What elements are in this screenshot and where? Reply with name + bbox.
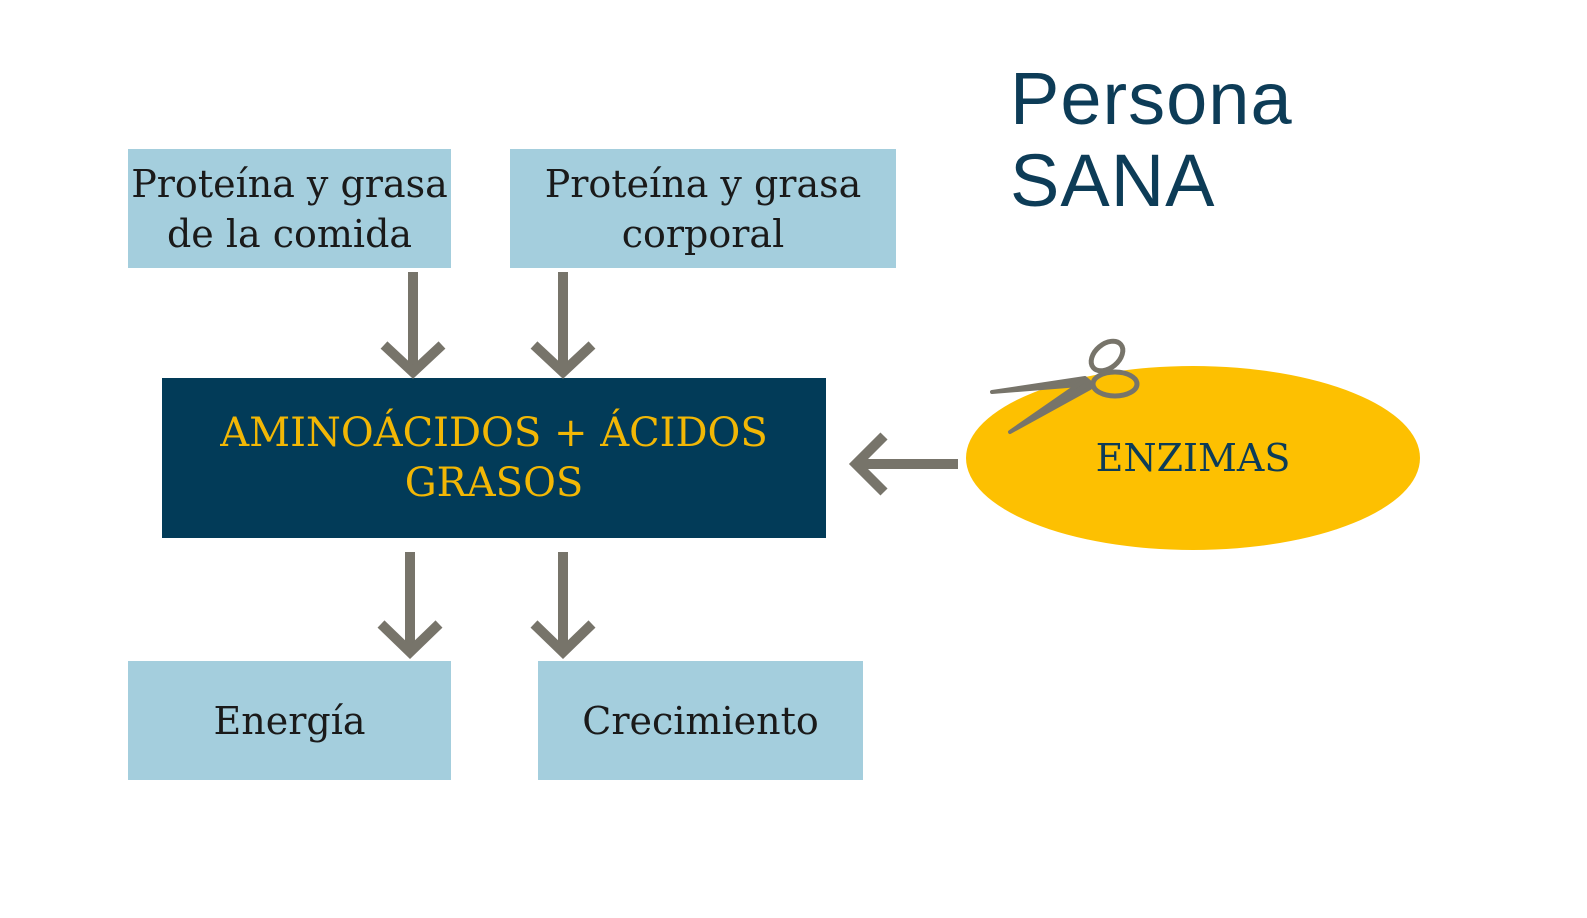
enzymes-label: ENZIMAS: [1095, 436, 1291, 480]
growth-label: Crecimiento: [582, 698, 819, 743]
scissors-icon: [990, 338, 1140, 434]
page-title: Persona SANA: [1010, 57, 1293, 222]
arrow-center-to-growth: [530, 552, 596, 659]
energy-label: Energía: [213, 698, 366, 743]
body-protein-fat-box: Proteína y grasa corporal: [510, 149, 896, 268]
amino-fatty-acids-label: AMINOÁCIDOS + ÁCIDOS GRASOS: [220, 410, 768, 506]
amino-fatty-acids-box: AMINOÁCIDOS + ÁCIDOS GRASOS: [162, 378, 826, 538]
food-protein-fat-box: Proteína y grasa de la comida: [128, 149, 451, 268]
energy-box: Energía: [128, 661, 451, 780]
arrow-enzymes-to-center: [848, 432, 958, 496]
food-protein-fat-label: Proteína y grasa de la comida: [131, 161, 448, 256]
arrow-center-to-energy: [377, 552, 443, 659]
arrow-food-to-center: [380, 272, 446, 379]
growth-box: Crecimiento: [538, 661, 863, 780]
enzymes-ellipse: ENZIMAS: [966, 366, 1420, 550]
body-protein-fat-label: Proteína y grasa corporal: [544, 161, 862, 256]
arrow-body-to-center: [530, 272, 596, 379]
